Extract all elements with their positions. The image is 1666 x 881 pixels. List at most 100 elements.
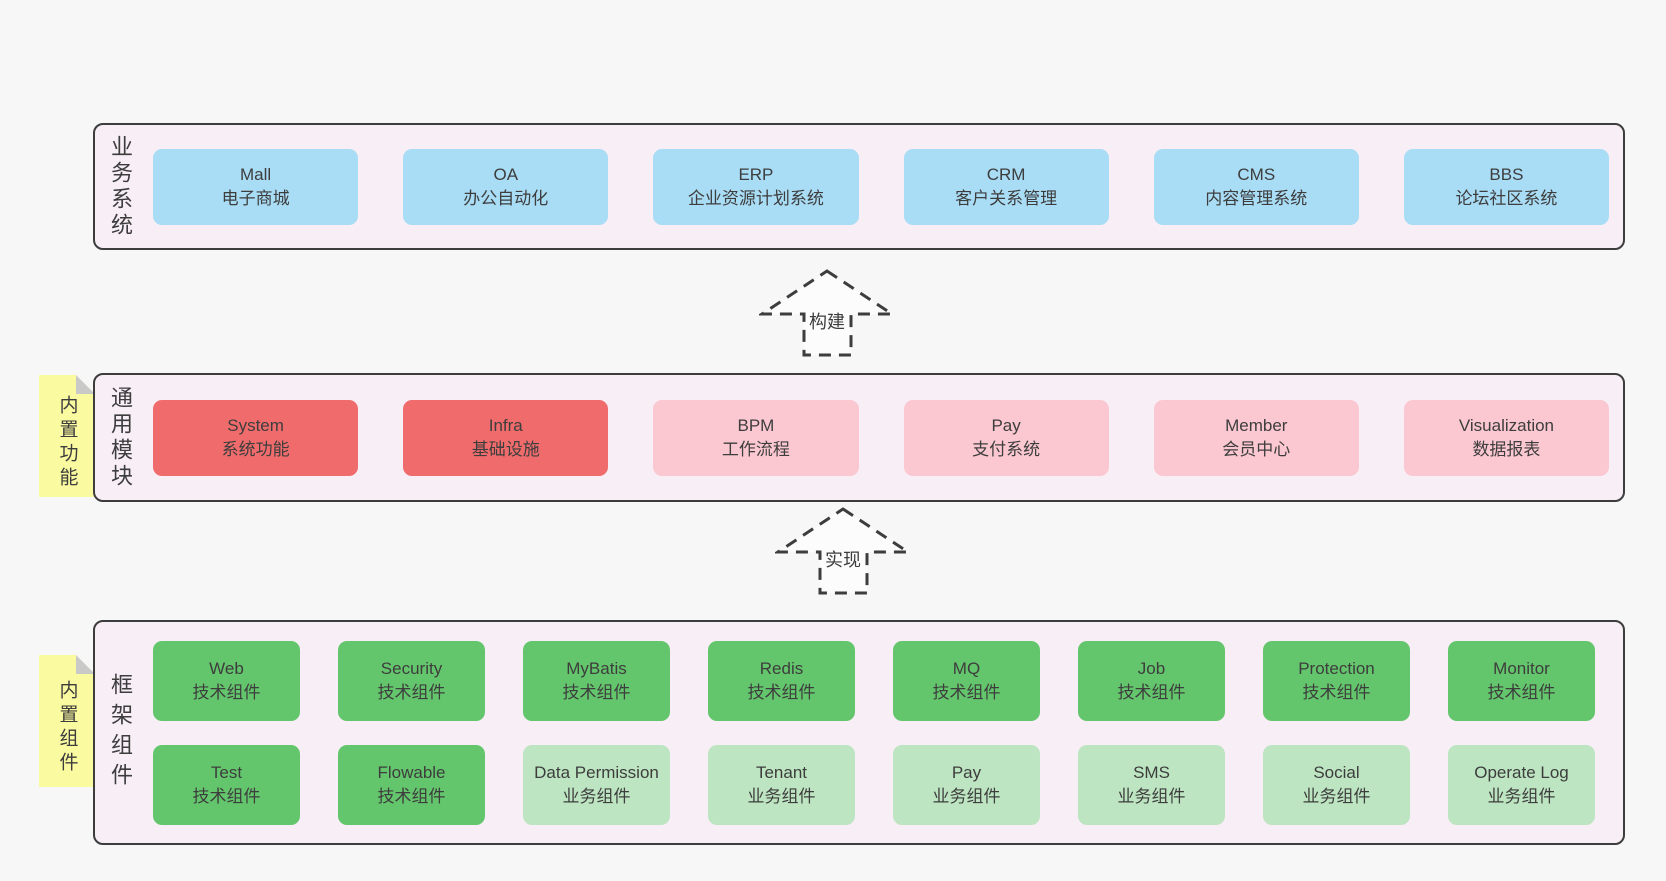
box-title: Tenant xyxy=(755,763,808,783)
builtin-features-tab-label: 内置功能 xyxy=(56,395,78,491)
box-subtitle: 技术组件 xyxy=(1117,682,1186,702)
box-title: Mall xyxy=(240,165,272,185)
box-subtitle: 业务组件 xyxy=(1487,786,1556,806)
box-title: Security xyxy=(380,659,443,679)
box-title: CMS xyxy=(1237,165,1276,185)
box-title: Pay xyxy=(991,416,1021,436)
box-subtitle: 客户关系管理 xyxy=(955,188,1058,208)
box-title: Visualization xyxy=(1458,416,1555,436)
box-mq: MQ 技术组件 xyxy=(893,640,1040,721)
box-title: Member xyxy=(1225,416,1288,436)
box-tenant: Tenant 业务组件 xyxy=(708,744,855,825)
box-title: MQ xyxy=(952,659,981,679)
implement-arrow-label: 实现 xyxy=(822,546,864,572)
box-subtitle: 企业资源计划系统 xyxy=(687,188,824,208)
box-subtitle: 办公自动化 xyxy=(463,188,549,208)
box-redis: Redis 技术组件 xyxy=(708,640,855,721)
box-subtitle: 技术组件 xyxy=(192,786,261,806)
section-label-framework-components: 框架组件 xyxy=(108,672,133,793)
box-title: Web xyxy=(209,659,244,679)
box-title: Data Permission xyxy=(534,763,659,783)
section-label-common-modules: 通用模块 xyxy=(108,385,133,490)
box-title: SMS xyxy=(1133,763,1170,783)
implement-arrow: 实现 xyxy=(775,506,911,596)
builtin-components-tab-label: 内置组件 xyxy=(56,680,78,776)
box-pay: Pay 业务组件 xyxy=(893,744,1040,825)
box-subtitle: 技术组件 xyxy=(192,682,261,702)
box-subtitle: 会员中心 xyxy=(1222,439,1291,459)
box-cms: CMS 内容管理系统 xyxy=(1153,148,1359,225)
box-web: Web 技术组件 xyxy=(153,640,300,721)
box-subtitle: 技术组件 xyxy=(1302,682,1371,702)
box-mybatis: MyBatis 技术组件 xyxy=(523,640,670,721)
box-subtitle: 电子商城 xyxy=(221,188,290,208)
box-data-permission: Data Permission 业务组件 xyxy=(523,744,670,825)
box-test: Test 技术组件 xyxy=(153,744,300,825)
box-title: Pay xyxy=(951,763,982,783)
box-subtitle: 技术组件 xyxy=(377,682,446,702)
box-subtitle: 业务组件 xyxy=(1117,786,1186,806)
box-subtitle: 数据报表 xyxy=(1472,439,1541,459)
box-subtitle: 系统功能 xyxy=(221,439,290,459)
box-subtitle: 技术组件 xyxy=(932,682,1001,702)
builtin-components-tab: 内置组件 xyxy=(39,655,95,787)
box-bbs: BBS 论坛社区系统 xyxy=(1403,148,1610,225)
box-job: Job 技术组件 xyxy=(1078,640,1225,721)
box-subtitle: 业务组件 xyxy=(562,786,631,806)
box-title: Protection xyxy=(1298,659,1375,679)
section-label-business-systems: 业务系统 xyxy=(108,134,133,239)
box-protection: Protection 技术组件 xyxy=(1263,640,1410,721)
box-subtitle: 技术组件 xyxy=(1487,682,1556,702)
box-subtitle: 业务组件 xyxy=(1302,786,1371,806)
box-subtitle: 技术组件 xyxy=(377,786,446,806)
box-infra: Infra 基础设施 xyxy=(403,399,609,476)
box-subtitle: 业务组件 xyxy=(932,786,1001,806)
box-subtitle: 工作流程 xyxy=(721,439,790,459)
box-title: Flowable xyxy=(377,763,446,783)
box-subtitle: 内容管理系统 xyxy=(1205,188,1308,208)
box-title: Monitor xyxy=(1493,659,1550,679)
box-title: Operate Log xyxy=(1474,763,1569,783)
box-title: OA xyxy=(493,165,519,185)
box-title: Social xyxy=(1313,763,1360,783)
box-subtitle: 论坛社区系统 xyxy=(1455,188,1558,208)
box-title: BPM xyxy=(737,416,775,436)
build-arrow: 构建 xyxy=(759,268,895,358)
box-title: Test xyxy=(210,763,243,783)
box-subtitle: 技术组件 xyxy=(562,682,631,702)
box-title: MyBatis xyxy=(566,659,627,679)
box-bpm: BPM 工作流程 xyxy=(653,399,859,476)
box-subtitle: 业务组件 xyxy=(747,786,816,806)
box-title: Job xyxy=(1137,659,1166,679)
box-title: BBS xyxy=(1489,165,1524,185)
box-subtitle: 基础设施 xyxy=(471,439,540,459)
box-monitor: Monitor 技术组件 xyxy=(1448,640,1595,721)
build-arrow-label: 构建 xyxy=(806,308,848,334)
box-title: Infra xyxy=(488,416,523,436)
box-oa: OA 办公自动化 xyxy=(403,148,609,225)
box-title: System xyxy=(227,416,284,436)
box-title: Redis xyxy=(759,659,804,679)
box-subtitle: 技术组件 xyxy=(747,682,816,702)
box-flowable: Flowable 技术组件 xyxy=(338,744,485,825)
box-operate-log: Operate Log 业务组件 xyxy=(1448,744,1595,825)
box-system: System 系统功能 xyxy=(153,399,359,476)
box-sms: SMS 业务组件 xyxy=(1078,744,1225,825)
box-mall: Mall 电子商城 xyxy=(153,148,359,225)
box-social: Social 业务组件 xyxy=(1263,744,1410,825)
